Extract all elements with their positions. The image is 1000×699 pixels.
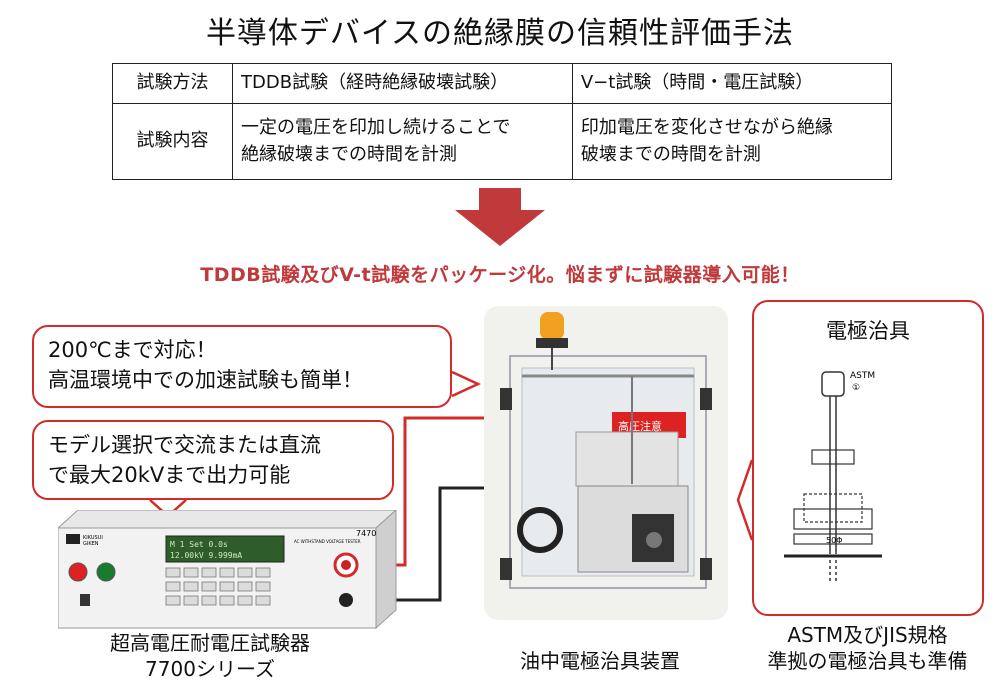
tester-caption-line2: 7700シリーズ bbox=[145, 657, 275, 681]
vt-content-line1: 印加電圧を変化させながら絶縁 bbox=[580, 117, 833, 139]
tddb-content-line1: 一定の電圧を印加し続けることで bbox=[241, 117, 511, 139]
jig-caption: ASTM及びJIS規格 準拠の電極治具も準備 bbox=[735, 622, 1000, 674]
oil-electrode-apparatus: 高圧注意 bbox=[482, 304, 730, 622]
diameter-label: 50Φ bbox=[826, 536, 842, 545]
cell-vt-method: V−t試験（時間・電圧試験） bbox=[571, 63, 893, 104]
cell-vt-content: 印加電圧を変化させながら絶縁 破壊までの時間を計測 bbox=[571, 103, 893, 180]
apparatus-caption: 油中電極治具装置 bbox=[520, 649, 680, 673]
tester-caption-line1: 超高電圧耐電圧試験器 bbox=[110, 631, 310, 655]
table-row: 試験内容 一定の電圧を印加し続けることで 絶縁破壊までの時間を計測 印加電圧を変… bbox=[112, 103, 893, 180]
temperature-callout-line2: 高温環境中での加速試験も簡単！ bbox=[48, 368, 363, 393]
page-title: 半導体デバイスの絶縁膜の信頼性評価手法 bbox=[205, 16, 795, 51]
jig-caption-line2: 準拠の電極治具も準備 bbox=[767, 649, 968, 673]
row-header-content: 試験内容 bbox=[112, 103, 233, 180]
tester-caption: 超高電圧耐電圧試験器 7700シリーズ bbox=[70, 630, 350, 682]
withstand-voltage-tester: KIKUSUI GIKEN 7470 AC WITHSTAND VOLTAGE … bbox=[58, 510, 398, 630]
cell-tddb-method: TDDB試験（経時絶縁破壊試験） bbox=[232, 63, 573, 104]
vt-content-line2: 破壊までの時間を計測 bbox=[580, 143, 761, 165]
output-callout-line2: で最大20kVまで出力可能 bbox=[48, 463, 291, 488]
high-voltage-warning: 高圧注意 bbox=[618, 419, 662, 433]
model-number: 7470 bbox=[356, 529, 376, 538]
temperature-callout: 200℃まで対応！ 高温環境中での加速試験も簡単！ bbox=[32, 325, 452, 408]
cell-tddb-content: 一定の電圧を印加し続けることで 絶縁破壊までの時間を計測 bbox=[232, 103, 573, 180]
jig-caption-line1: ASTM及びJIS規格 bbox=[787, 623, 948, 647]
table-row: 試験方法 TDDB試験（経時絶縁破壊試験） V−t試験（時間・電圧試験） bbox=[112, 63, 893, 104]
lcd-line2: 12.00kV 9.999mA bbox=[170, 551, 242, 560]
brand-name: KIKUSUI bbox=[83, 535, 103, 541]
electrode-jig-diagram: ASTM ① 50Φ bbox=[784, 371, 882, 585]
output-callout-line1: モデル選択で交流または直流 bbox=[48, 433, 321, 457]
row-header-method: 試験方法 bbox=[112, 63, 233, 104]
astm-tag: ASTM bbox=[850, 371, 875, 381]
brand-sub: GIKEN bbox=[83, 541, 99, 547]
temperature-callout-line1: 200℃まで対応！ bbox=[48, 338, 217, 362]
device-subtitle: AC WITHSTAND VOLTAGE TESTER bbox=[294, 539, 361, 544]
electrode-jig-callout: 電極治具 ASTM ① 50Φ bbox=[752, 300, 984, 616]
tagline: TDDB試験及びV-t試験をパッケージ化。悩まずに試験器導入可能！ bbox=[200, 264, 800, 286]
tddb-content-line2: 絶縁破壊までの時間を計測 bbox=[241, 143, 457, 165]
methods-table: 試験方法 TDDB試験（経時絶縁破壊試験） V−t試験（時間・電圧試験） 試験内… bbox=[112, 63, 893, 180]
output-callout: モデル選択で交流または直流 で最大20kVまで出力可能 bbox=[32, 420, 394, 500]
down-arrow-icon bbox=[455, 188, 545, 248]
lcd-line1: M 1 Set 0.0s bbox=[170, 540, 228, 549]
astm-number: ① bbox=[852, 383, 860, 393]
electrode-jig-label: 電極治具 bbox=[826, 319, 910, 343]
